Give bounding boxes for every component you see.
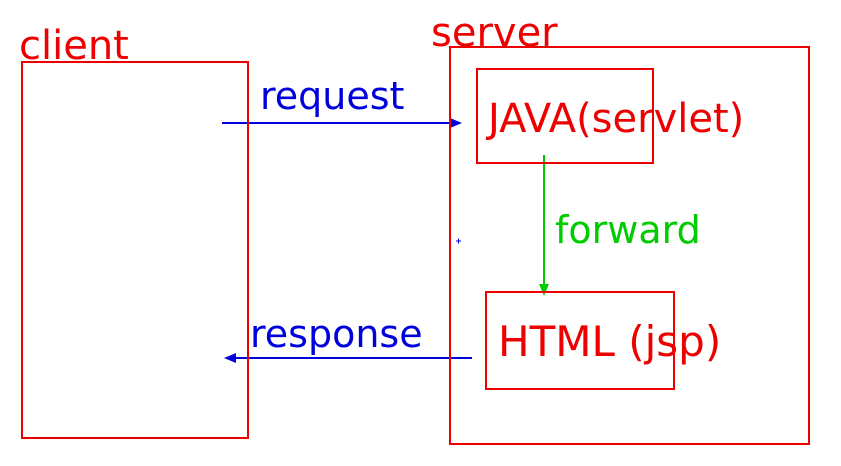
html-jsp-label: HTML (jsp) (498, 317, 722, 366)
response-arrow (224, 353, 472, 363)
server-label: server (431, 10, 558, 56)
server-box (449, 46, 810, 445)
request-label: request (260, 74, 405, 118)
java-servlet-label: JAVA(servlet) (488, 96, 745, 142)
stray-plus-mark (456, 238, 461, 244)
request-arrow (222, 118, 462, 128)
response-label: response (250, 312, 423, 356)
client-box (21, 61, 249, 439)
java-servlet-box (476, 68, 654, 164)
forward-arrow (539, 155, 549, 296)
forward-label: forward (555, 208, 701, 252)
html-jsp-box (485, 291, 675, 390)
client-label: client (19, 23, 129, 69)
